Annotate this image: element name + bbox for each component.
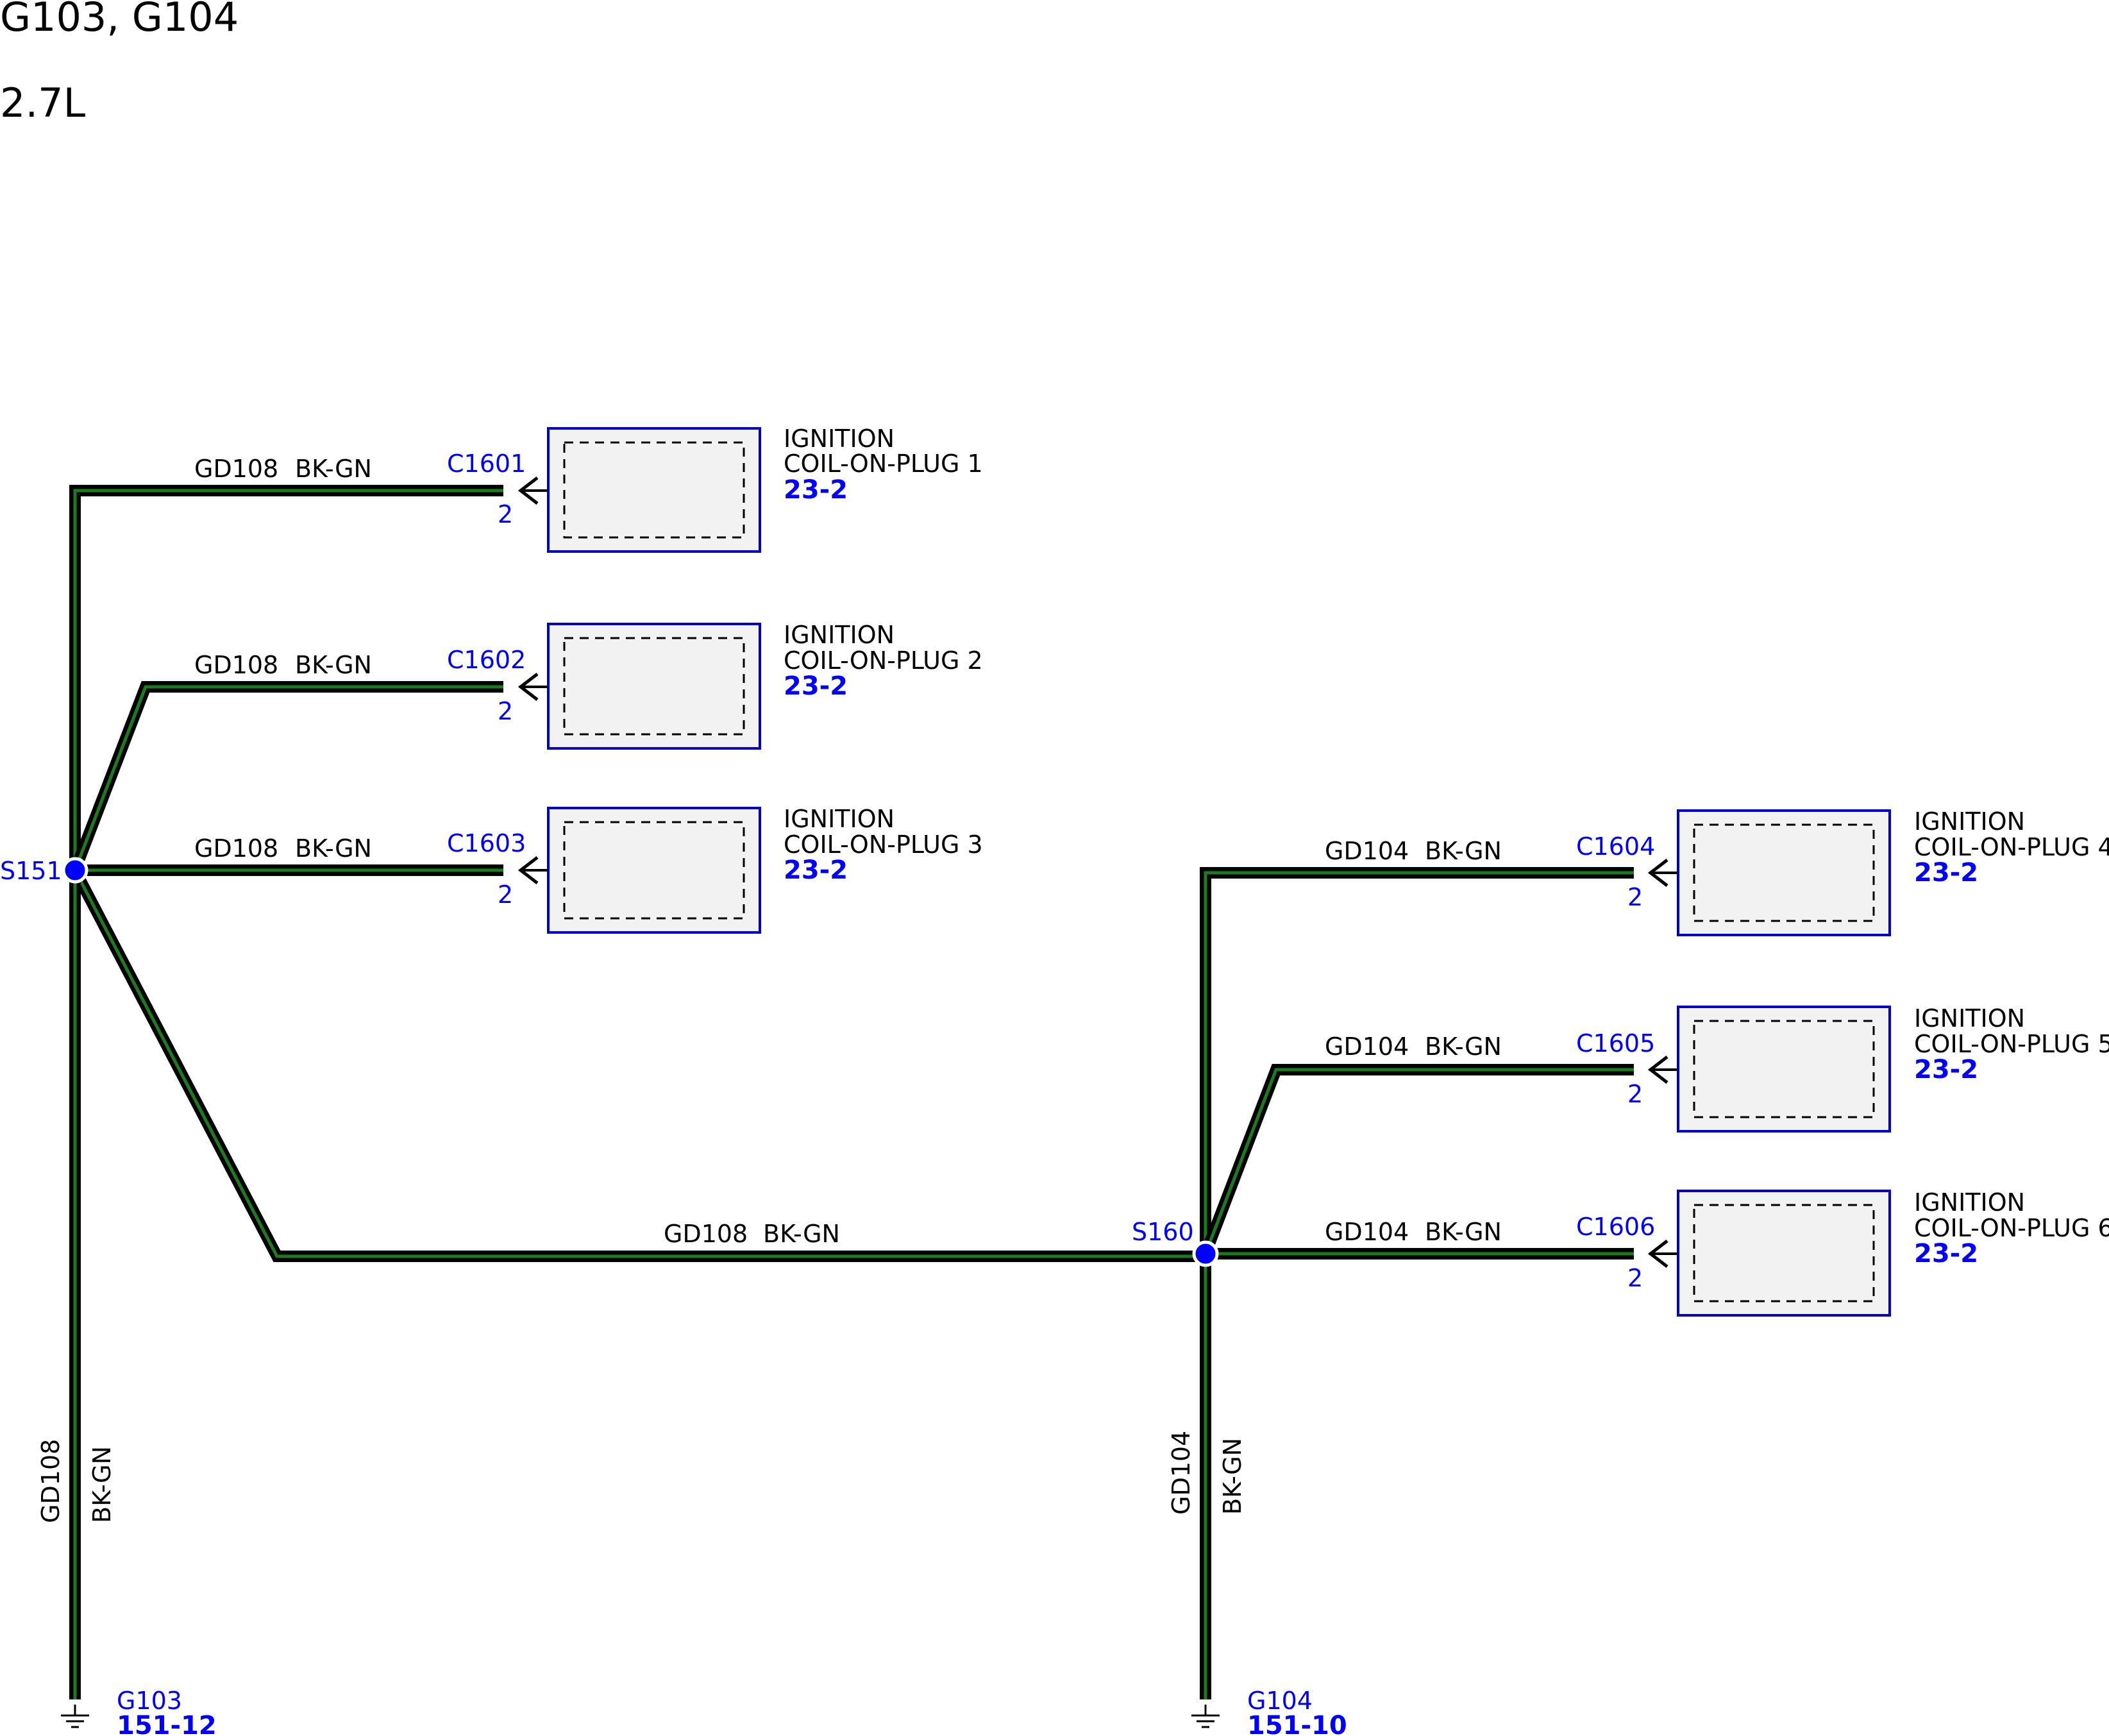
wire-group (69, 485, 1634, 1699)
wire-label-circuit: GD108 (194, 455, 278, 483)
wire-label-circuit: GD108 (194, 834, 278, 863)
connector-arrow-icon (1647, 1056, 1668, 1084)
ground-wire-color: BK-GN (88, 1446, 116, 1523)
page-title: G103, G104 (0, 0, 239, 40)
component-ref-link[interactable]: 23-2 (784, 475, 848, 505)
connector-id: C1606 (1576, 1213, 1655, 1241)
splice-s160[interactable]: S160 (1132, 1218, 1219, 1267)
ground-g103[interactable]: G103 151-12 (61, 1687, 217, 1736)
ground-g104[interactable]: G104 151-10 (1191, 1687, 1347, 1736)
component-name: IGNITION (784, 621, 895, 649)
ground-id: G103 (117, 1687, 182, 1715)
connector-id: C1605 (1576, 1029, 1655, 1058)
ground-wire-circuit: GD108 (37, 1439, 65, 1523)
ground-ref-link[interactable]: 151-12 (117, 1711, 217, 1736)
wire-s151-c1601[interactable] (69, 485, 503, 870)
connector-arrow-icon (1647, 859, 1668, 887)
component-name: COIL-ON-PLUG 3 (784, 830, 983, 859)
ground-symbol-icon (61, 1705, 89, 1728)
component-name: COIL-ON-PLUG 4 (1914, 833, 2109, 861)
component-box[interactable] (1677, 1190, 1891, 1317)
pin-number: 2 (498, 500, 513, 528)
wire-label-circuit: GD104 (1325, 1218, 1409, 1246)
connector-arrow-icon (517, 856, 539, 884)
component-name: IGNITION (784, 425, 895, 453)
component-2[interactable]: C1602 2 IGNITION COIL-ON-PLUG 2 23-2 (447, 621, 983, 750)
component-name: COIL-ON-PLUG 5 (1914, 1030, 2109, 1058)
component-name: COIL-ON-PLUG 2 (784, 646, 983, 675)
splice-dot-icon (62, 857, 88, 884)
pin-number: 2 (498, 697, 513, 725)
component-1[interactable]: C1601 2 IGNITION COIL-ON-PLUG 1 23-2 (447, 425, 983, 553)
wire-label-color: BK-GN (295, 455, 372, 483)
component-3[interactable]: C1603 2 IGNITION COIL-ON-PLUG 3 23-2 (447, 805, 983, 934)
wire-s151-c1602[interactable] (69, 681, 503, 873)
component-box[interactable] (547, 807, 761, 934)
page-subtitle: 2.7L (0, 80, 86, 126)
wire-label-circuit: GD104 (1325, 1032, 1409, 1061)
splice-id: S151 (0, 857, 62, 885)
connector-id: C1601 (447, 450, 526, 478)
component-name: IGNITION (1914, 1188, 2025, 1217)
component-ref-link[interactable]: 23-2 (784, 671, 848, 701)
wire-label-circuit: GD104 (1325, 837, 1409, 865)
wire-label-color: BK-GN (1425, 1032, 1502, 1061)
wire-label-color: BK-GN (295, 834, 372, 863)
wire-label-circuit: GD108 (194, 651, 278, 679)
wire-s151-s160[interactable] (70, 867, 1206, 1262)
component-name: IGNITION (1914, 807, 2025, 836)
ground-ref-link[interactable]: 151-10 (1247, 1711, 1347, 1736)
component-name: IGNITION (1914, 1004, 2025, 1032)
component-name: IGNITION (784, 805, 895, 833)
connector-id: C1604 (1576, 832, 1655, 861)
connector-arrow-icon (517, 673, 539, 701)
component-name: COIL-ON-PLUG 1 (784, 450, 983, 478)
wire-label-color: BK-GN (1425, 1218, 1502, 1246)
splice-s151[interactable]: S151 (0, 857, 88, 885)
ground-wire-circuit: GD104 (1167, 1431, 1195, 1515)
ground-id: G104 (1247, 1687, 1313, 1715)
splice-dot-icon (1192, 1240, 1219, 1267)
wire-label-circuit: GD108 (664, 1220, 748, 1248)
component-box[interactable] (1677, 1006, 1891, 1133)
wire-label-color: BK-GN (295, 651, 372, 679)
component-ref-link[interactable]: 23-2 (1914, 1239, 1978, 1268)
component-box[interactable] (1677, 809, 1891, 936)
component-4[interactable]: C1604 2 IGNITION COIL-ON-PLUG 4 23-2 (1576, 807, 2109, 936)
wire-s160-c1604[interactable] (1200, 867, 1634, 1254)
component-5[interactable]: C1605 2 IGNITION COIL-ON-PLUG 5 23-2 (1576, 1004, 2109, 1133)
component-ref-link[interactable]: 23-2 (1914, 858, 1978, 888)
connector-id: C1602 (447, 646, 526, 674)
component-ref-link[interactable]: 23-2 (1914, 1055, 1978, 1084)
wire-s160-c1605[interactable] (1200, 1064, 1634, 1256)
splice-id: S160 (1132, 1218, 1194, 1246)
component-ref-link[interactable]: 23-2 (784, 855, 848, 885)
wire-label-color: BK-GN (1425, 837, 1502, 865)
ground-wire-color: BK-GN (1218, 1438, 1247, 1515)
component-box[interactable] (547, 427, 761, 553)
connector-id: C1603 (447, 829, 526, 857)
pin-number: 2 (498, 881, 513, 909)
component-6[interactable]: C1606 2 IGNITION COIL-ON-PLUG 6 23-2 (1576, 1188, 2109, 1317)
connector-arrow-icon (517, 476, 539, 505)
component-box[interactable] (547, 623, 761, 750)
pin-number: 2 (1627, 883, 1643, 911)
component-name: COIL-ON-PLUG 6 (1914, 1214, 2109, 1242)
pin-number: 2 (1627, 1080, 1643, 1108)
connector-arrow-icon (1647, 1240, 1668, 1268)
wire-labels: GD108 BK-GN GD108 BK-GN GD108 BK-GN GD10… (37, 455, 1502, 1523)
pin-number: 2 (1627, 1264, 1643, 1292)
ground-symbol-icon (1191, 1705, 1220, 1728)
wire-label-color: BK-GN (763, 1220, 840, 1248)
